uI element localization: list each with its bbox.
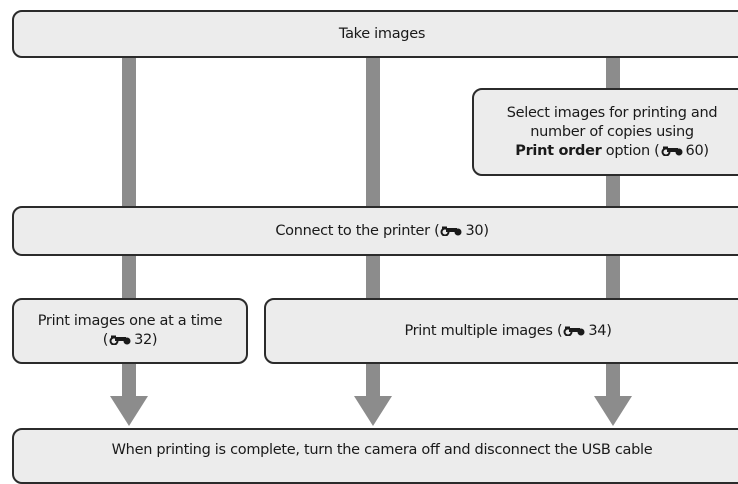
flow-bar-right-mid <box>606 170 620 210</box>
step-print-multiple: Print multiple images ( 34) <box>264 298 738 364</box>
connect-printer-label: Connect to the printer ( <box>275 222 440 239</box>
step-print-one-at-a-time: Print images one at a time (32) <box>12 298 248 364</box>
reference-binoculars-icon <box>661 146 683 156</box>
print-order-label: Print order <box>515 142 602 159</box>
reference-binoculars-icon <box>563 326 585 336</box>
select-images-line2: number of copies using <box>530 123 694 140</box>
select-images-line1: Select images for printing and <box>506 104 718 121</box>
connect-printer-close-paren: ) <box>483 222 489 239</box>
take-images-label: Take images <box>338 25 426 42</box>
flow-bar-left-mid <box>122 250 136 300</box>
flow-bar-middle-bottom <box>366 360 380 396</box>
connect-printer-page-ref: 30 <box>465 222 484 239</box>
flow-bar-middle-top <box>366 50 380 210</box>
flow-bar-right-bottom <box>606 360 620 396</box>
print-multiple-close-paren: ) <box>606 322 612 339</box>
print-one-close-paren: ) <box>151 332 158 348</box>
finish-label: When printing is complete, turn the came… <box>111 442 653 458</box>
print-one-open-paren: ( <box>102 332 109 348</box>
flow-bar-left-bottom <box>122 360 136 396</box>
step-finish: When printing is complete, turn the came… <box>12 428 738 484</box>
step-select-images: Select images for printing and number of… <box>472 88 738 176</box>
print-one-page-ref: 32 <box>134 332 152 348</box>
print-multiple-label: Print multiple images ( <box>404 322 563 339</box>
flow-bar-middle-mid <box>366 250 380 300</box>
arrow-head-right <box>594 396 632 426</box>
flow-bar-right-top <box>606 50 620 92</box>
reference-binoculars-icon <box>109 335 131 345</box>
arrow-head-middle <box>354 396 392 426</box>
flow-bar-right-lower <box>606 250 620 300</box>
print-order-page-ref: 60 <box>685 142 704 159</box>
step-connect-printer: Connect to the printer ( 30) <box>12 206 738 256</box>
print-one-text: Print images one at a time (32) <box>38 312 223 350</box>
reference-binoculars-icon <box>440 226 462 236</box>
select-images-close-paren: ) <box>703 142 709 159</box>
flow-bar-left-top <box>122 50 136 210</box>
flowchart: { "steps": { "take_images": "Take images… <box>12 10 738 484</box>
select-images-option-text: option ( <box>601 142 660 159</box>
connect-printer-text: Connect to the printer ( 30) <box>275 222 489 241</box>
select-images-text: Select images for printing and number of… <box>507 104 718 161</box>
arrow-head-left <box>110 396 148 426</box>
print-multiple-text: Print multiple images ( 34) <box>404 322 611 341</box>
print-one-label: Print images one at a time <box>37 313 223 329</box>
print-multiple-page-ref: 34 <box>588 322 607 339</box>
step-take-images: Take images <box>12 10 738 58</box>
